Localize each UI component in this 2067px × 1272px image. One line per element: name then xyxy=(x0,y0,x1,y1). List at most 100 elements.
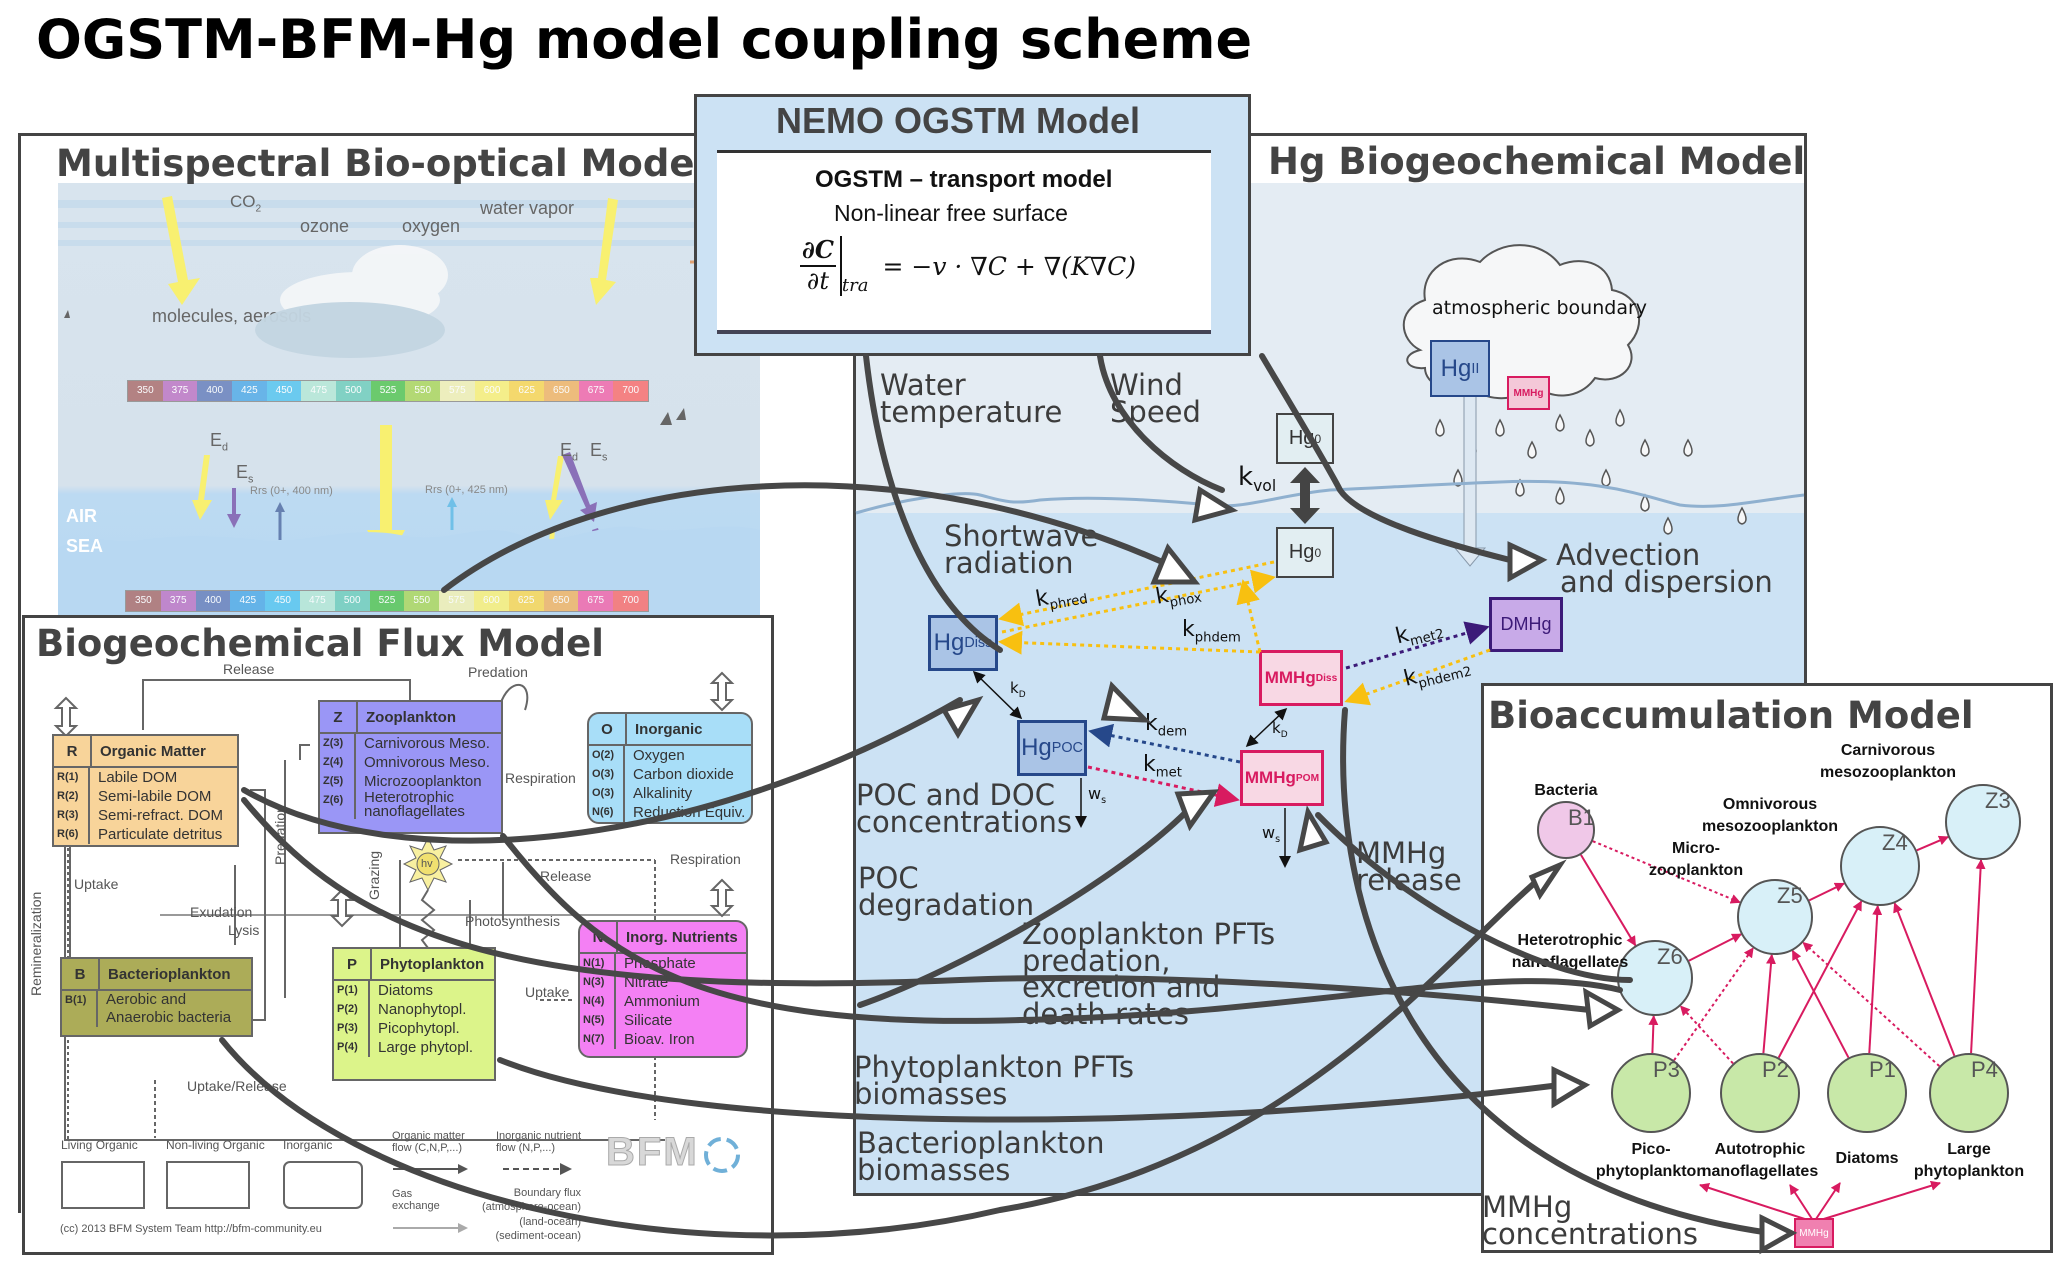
row-code: O(2) xyxy=(592,749,614,761)
phyto-to-bio-coupling xyxy=(497,1057,1563,1123)
mmhg-uptake-arrow xyxy=(1699,1183,1815,1223)
organism-id: P4 xyxy=(1971,1057,1998,1082)
spectrum-band: 425 xyxy=(230,591,266,611)
row-code: N(3) xyxy=(583,976,605,988)
arrowhead-icon xyxy=(1551,1066,1591,1109)
trophic-arrow-p3-z6 xyxy=(1648,1014,1659,1054)
organism-label: Micro-zooplankton xyxy=(1606,838,1786,881)
legend-inorg-flow: Inorganic nutrient flow (N,P,...) xyxy=(496,1130,581,1154)
release-mid-label: Release xyxy=(540,868,592,884)
row-code: P(1) xyxy=(337,984,358,996)
row-label: Semi-labile DOM xyxy=(98,788,212,805)
organism-node-z4 xyxy=(1840,826,1920,906)
legend-gas-exchange: Gas exchange xyxy=(392,1188,440,1212)
spectrum-band: 575 xyxy=(440,381,475,401)
spectrum-band: 700 xyxy=(613,381,649,401)
organism-label-line: mesozooplankton xyxy=(1701,817,1838,835)
organism-label-line: phytoplankton xyxy=(1913,1162,2025,1180)
row-code: Z(4) xyxy=(323,756,344,768)
spectrum-band: 525 xyxy=(369,591,405,611)
shortwave-coupling xyxy=(441,482,1183,593)
kphdem-up-arrow xyxy=(1236,579,1262,653)
row-label: Alkalinity xyxy=(633,785,693,802)
row-label: Carbon dioxide xyxy=(633,766,734,783)
row-code: P(2) xyxy=(337,1003,358,1015)
om-to-hgdiss-coupling xyxy=(241,697,963,844)
trophic-arrow-p4-z3 xyxy=(1970,858,1986,1054)
rrs400-label: Rrs (0+, 400 nm) xyxy=(250,485,333,497)
bioaccumulation-panel xyxy=(1481,683,2053,1253)
row-label: Particulate detritus xyxy=(98,826,223,843)
mmhg-release-coupling xyxy=(1315,812,1633,983)
row-code: Z(3) xyxy=(323,737,344,749)
nemo-equation-card xyxy=(717,150,1211,334)
organism-node-p4 xyxy=(1929,1053,2009,1133)
ed-label-2: Ed xyxy=(560,440,579,464)
ed-label-1: Ed xyxy=(210,430,229,454)
row-label: Diatoms xyxy=(378,982,434,999)
es-label-2: Es xyxy=(590,440,608,464)
trophic-arrow-b1-z5 xyxy=(1592,840,1741,904)
kphdem2-arrow xyxy=(1344,648,1491,706)
trophic-arrow-z4-z3 xyxy=(1916,835,1949,852)
spectrum-band: 350 xyxy=(126,591,161,611)
wind-speed-coupling xyxy=(1097,353,1225,493)
lysis-label: Lysis xyxy=(228,922,260,938)
box-code: O xyxy=(589,714,627,744)
spectrum-band: 625 xyxy=(509,381,545,401)
arrowhead-icon xyxy=(1191,485,1239,524)
respiration-label-2: Respiration xyxy=(670,851,741,867)
row-label: Aerobic and Anaerobic bacteria xyxy=(106,991,232,1026)
mmhg-uptake-arrow xyxy=(1789,1184,1815,1223)
spectrum-band: 600 xyxy=(474,381,510,401)
trophic-arrow-p1-z5 xyxy=(1791,949,1850,1059)
nemo-title: NEMO OGSTM Model xyxy=(776,100,1140,141)
legend-nonliving-organic: Non-living Organic xyxy=(166,1138,265,1152)
sunlight-hv-icon xyxy=(402,836,454,949)
ozone-label: ozone xyxy=(300,216,350,236)
mmhg-uptake-arrow xyxy=(1813,1182,1841,1223)
rrs425-label: Rrs (0+, 425 nm) xyxy=(425,484,508,496)
bio-optical-title: Multispectral Bio-optical Model xyxy=(56,142,708,185)
organism-label-line: Omnivorous xyxy=(1722,796,1818,813)
oxygen-label: oxygen xyxy=(402,216,461,236)
respiration-label-1: Respiration xyxy=(505,770,576,786)
row-code: N(1) xyxy=(583,957,605,969)
trophic-arrow-p1-z4 xyxy=(1868,904,1883,1054)
row-code: R(6) xyxy=(57,828,79,840)
equation-numerator: ∂C xyxy=(800,235,836,267)
uptake-label: Uptake xyxy=(74,876,119,892)
mmhg-concentration-coupling xyxy=(1340,707,1773,1236)
trophic-arrow-z6-z5 xyxy=(1688,933,1743,962)
legend-living-box xyxy=(61,1161,145,1209)
spectrum-band: 525 xyxy=(370,381,406,401)
row-code: O(3) xyxy=(592,768,614,780)
spectrum-band: 425 xyxy=(232,381,267,401)
legend-nonliving-box xyxy=(166,1161,250,1209)
legend-copyright: (cc) 2013 BFM System Team http://bfm-com… xyxy=(60,1223,322,1235)
air-label: AIR xyxy=(66,506,97,526)
row-label: Semi-refract. DOM xyxy=(98,807,224,824)
organism-label-line: Bacteria xyxy=(1534,782,1598,799)
row-label: Carnivorous Meso. xyxy=(364,735,490,752)
water-temperature-coupling xyxy=(863,353,1003,653)
spectrum-band: 650 xyxy=(543,591,579,611)
organism-label-line: nanoflagellates xyxy=(1701,1162,1819,1180)
row-code: R(2) xyxy=(57,790,79,802)
box-title: Inorg. Nutrients xyxy=(626,928,738,946)
spectrum-band: 375 xyxy=(162,381,198,401)
spectrum-band: 675 xyxy=(578,591,614,611)
